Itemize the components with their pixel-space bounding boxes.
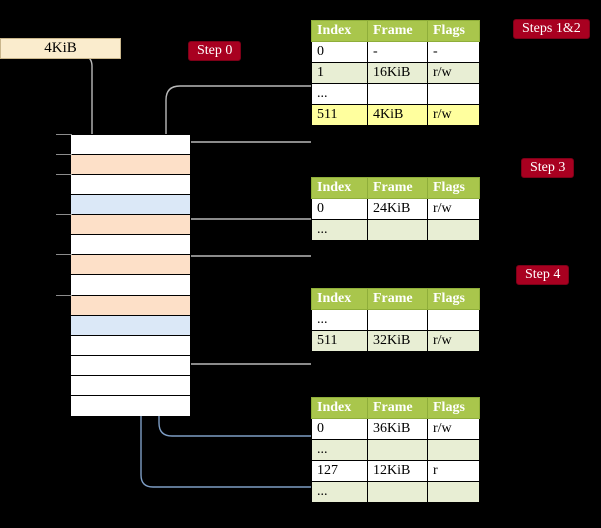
physical-memory-column xyxy=(70,134,191,416)
table-cell: 32KiB xyxy=(367,330,428,352)
memory-frame-row xyxy=(71,315,190,336)
table-column-header: Flags xyxy=(427,20,480,42)
table-column-header: Flags xyxy=(427,177,480,199)
table-cell xyxy=(427,309,480,331)
table-cell: 0 xyxy=(311,41,368,63)
memory-frame-row xyxy=(71,195,190,216)
table-cell: - xyxy=(367,41,428,63)
memory-frame-row xyxy=(71,135,190,156)
table-column-header: Flags xyxy=(427,397,480,419)
memory-frame-row xyxy=(71,235,190,256)
memory-frame-row xyxy=(71,355,190,376)
table-row: ... xyxy=(311,219,480,241)
table-column-header: Frame xyxy=(367,177,428,199)
table-cell xyxy=(367,83,428,105)
table-cell: 16KiB xyxy=(367,62,428,84)
memory-scale-tick xyxy=(56,254,72,256)
step-label-step-3: Step 3 xyxy=(521,158,575,178)
memory-scale-tick xyxy=(56,174,72,176)
frame-label-4kib: 4KiB xyxy=(0,38,121,59)
memory-frame-row xyxy=(71,255,190,276)
table-cell xyxy=(367,219,428,241)
step-label-step-4: Step 4 xyxy=(516,265,570,285)
table-cell: ... xyxy=(311,83,368,105)
table-cell: ... xyxy=(311,439,368,461)
memory-scale-tick xyxy=(56,214,72,216)
memory-frame-row xyxy=(71,155,190,176)
table-cell: r/w xyxy=(427,104,480,126)
memory-frame-row xyxy=(71,175,190,196)
table-cell: 511 xyxy=(311,330,368,352)
table-column-header: Frame xyxy=(367,397,428,419)
memory-scale-tick xyxy=(56,294,72,296)
table-cell xyxy=(427,219,480,241)
memory-scale-tick xyxy=(56,134,72,135)
table-cell xyxy=(367,309,428,331)
memory-frame-row xyxy=(71,395,190,416)
table-column-header: Index xyxy=(311,20,368,42)
table-cell: ... xyxy=(311,219,368,241)
wire-l0-row511-to-mem xyxy=(170,141,311,160)
table-cell: 0 xyxy=(311,198,368,220)
table-cell xyxy=(367,439,428,461)
step-label-step-0: Step 0 xyxy=(188,41,242,61)
table-cell: - xyxy=(427,41,480,63)
table-row: ... xyxy=(311,83,480,105)
memory-frame-row xyxy=(71,215,190,236)
memory-frame-row xyxy=(71,295,190,316)
table-row: 0-- xyxy=(311,41,480,63)
table-cell xyxy=(427,481,480,503)
table-cell: 127 xyxy=(311,460,368,482)
table-row: ... xyxy=(311,309,480,331)
table-column-header: Frame xyxy=(367,288,428,310)
memory-scale-tick xyxy=(56,154,72,156)
table-row: ... xyxy=(311,439,480,461)
wire-l2-row511-to-mem xyxy=(173,321,311,365)
table-cell: 12KiB xyxy=(367,460,428,482)
table-cell xyxy=(427,83,480,105)
table-cell: 36KiB xyxy=(367,418,428,440)
table-column-header: Flags xyxy=(427,288,480,310)
table-cell: 511 xyxy=(311,104,368,126)
table-cell: ... xyxy=(311,481,368,503)
memory-frame-row xyxy=(71,275,190,296)
wire-l1-row0-to-mem xyxy=(168,218,311,269)
table-cell: ... xyxy=(311,309,368,331)
table-cell xyxy=(427,439,480,461)
memory-frame-row xyxy=(71,375,190,396)
table-cell: 4KiB xyxy=(367,104,428,126)
table-column-header: Index xyxy=(311,288,368,310)
step-label-steps-1-2: Steps 1&2 xyxy=(513,19,590,39)
table-cell: 24KiB xyxy=(367,198,428,220)
table-column-header: Index xyxy=(311,397,368,419)
table-cell: r/w xyxy=(427,330,480,352)
table-column-header: Index xyxy=(311,177,368,199)
memory-frame-row xyxy=(71,335,190,356)
table-cell: 1 xyxy=(311,62,368,84)
table-row: ... xyxy=(311,481,480,503)
table-column-header: Frame xyxy=(367,20,428,42)
table-cell xyxy=(367,481,428,503)
table-cell: 0 xyxy=(311,418,368,440)
table-cell: r xyxy=(427,460,480,482)
table-cell: r/w xyxy=(427,62,480,84)
table-cell: r/w xyxy=(427,418,480,440)
table-cell: r/w xyxy=(427,198,480,220)
